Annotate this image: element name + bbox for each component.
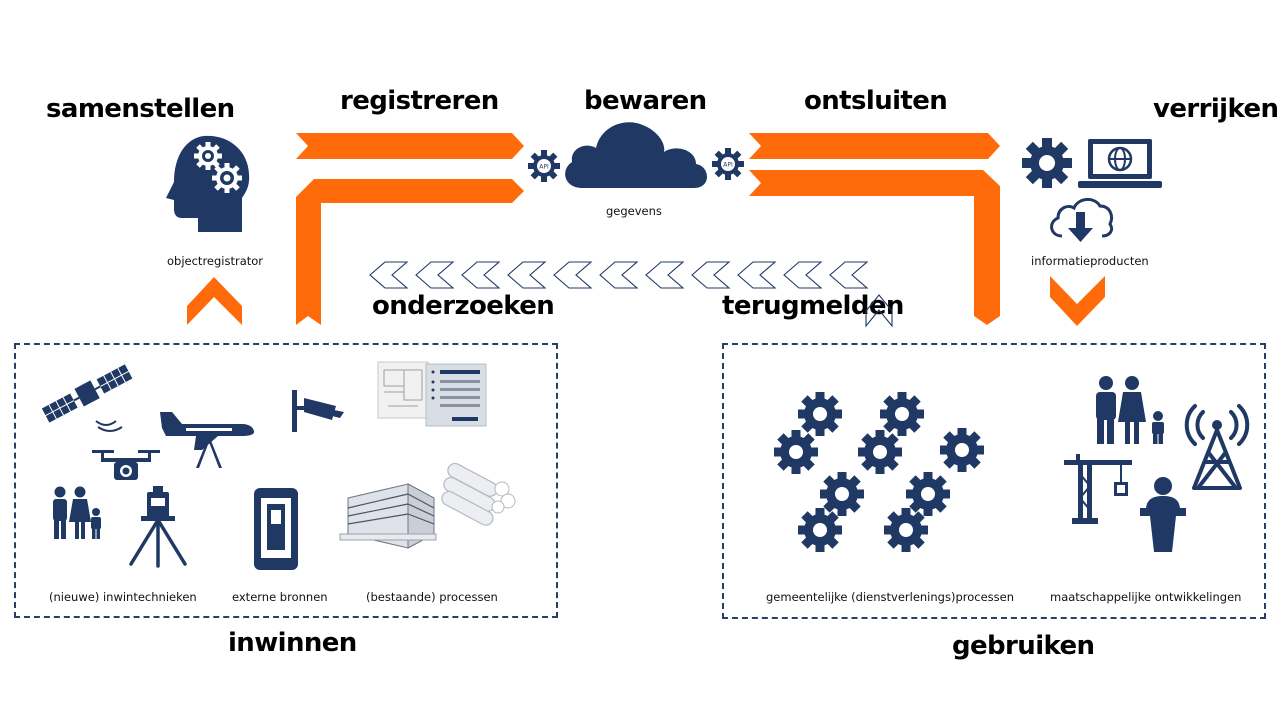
theodolite-icon [129, 486, 187, 568]
api-gear-icon: API [528, 150, 560, 182]
samenstellen-chevron [187, 277, 242, 325]
caption-maatschappelijke-ontwikkelingen: maatschappelijke ontwikkelingen [1050, 590, 1242, 604]
drone-icon [92, 450, 160, 480]
paper-rolls-icon [441, 462, 516, 526]
airplane-icon [160, 412, 254, 468]
terugmelden-chevron [865, 294, 893, 328]
caption-gemeentelijke-processen: gemeentelijke (dienstverlenings)processe… [766, 590, 1014, 604]
stage-ontsluiten: ontsluiten [804, 86, 948, 116]
caption-externe-bronnen: externe bronnen [232, 590, 328, 604]
caption-informatieproducten: informatieproducten [1031, 254, 1149, 268]
satellite-icon [41, 364, 133, 432]
stage-inwinnen: inwinnen [228, 628, 357, 658]
registreren-arrow-top [296, 133, 524, 159]
stage-registreren: registreren [340, 86, 499, 116]
caption-bestaande-processen: (bestaande) processen [366, 590, 498, 604]
building-icon [339, 483, 437, 549]
ontsluiten-arrow-bend [749, 170, 1000, 325]
verrijken-chevron [1050, 276, 1105, 326]
family-icon [53, 486, 101, 539]
cloud-icon [565, 122, 707, 188]
gebruiken-box [722, 343, 1266, 619]
caption-inwintechnieken: (nieuwe) inwintechnieken [49, 590, 197, 604]
caption-gegevens: gegevens [606, 204, 662, 218]
gear-icon [1022, 138, 1072, 188]
speaker-icon [1140, 477, 1186, 552]
stage-verrijken: verrijken [1153, 94, 1279, 124]
laptop-globe-icon [1078, 139, 1162, 188]
family-icon [1096, 376, 1164, 444]
security-camera-icon [292, 390, 344, 432]
stage-bewaren: bewaren [584, 86, 707, 116]
antenna-tower-icon [1184, 404, 1250, 490]
ontsluiten-arrow-top [749, 133, 1000, 159]
crane-icon [1064, 454, 1132, 524]
caption-objectregistrator: objectregistrator [167, 254, 264, 268]
registreren-arrow-bend [296, 179, 524, 325]
stage-onderzoeken: onderzoeken [372, 291, 555, 321]
gears-icon [774, 392, 984, 552]
head-gears-icon [166, 135, 250, 232]
cloud-download-icon [1050, 198, 1114, 242]
api-gear-icon: API [712, 148, 744, 180]
stage-samenstellen: samenstellen [46, 94, 235, 124]
svg-text:API: API [723, 162, 733, 169]
stage-gebruiken: gebruiken [952, 631, 1095, 661]
inwinnen-box [14, 343, 558, 618]
document-icon [377, 361, 487, 427]
onderzoeken-chevrons [369, 261, 869, 289]
svg-text:API: API [539, 164, 549, 171]
phone-icon [254, 488, 298, 570]
